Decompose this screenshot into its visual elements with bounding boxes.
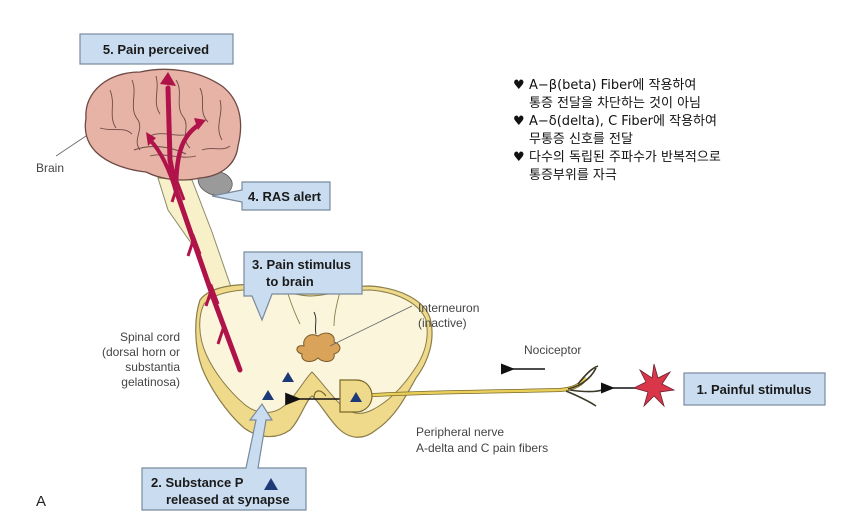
heart-icon: ♥: [513, 150, 525, 165]
note-item: ♥ 다수의 독립된 주파수가 반복적으로 통증부위를 자극: [513, 149, 721, 185]
step2-label-1: 2. Substance P: [151, 475, 244, 490]
painful-stimulus-star-icon: [632, 363, 676, 408]
spinal-cord-label-1: Spinal cord: [120, 330, 180, 344]
heart-icon: ♥: [513, 114, 525, 129]
note-line-2: 무통증 신호를 전달: [529, 132, 633, 147]
spinal-cord-label-3: substantia: [125, 360, 180, 374]
annotation-notes: ♥ A−β(beta) Fiber에 작용하여 통증 전달을 차단하는 것이 아…: [513, 77, 721, 185]
peripheral-nerve-label-1: Peripheral nerve: [416, 425, 504, 439]
note-line-1: A−β(beta) Fiber에 작용하여: [529, 78, 697, 93]
step4-label: 4. RAS alert: [248, 189, 322, 204]
interneuron: [296, 311, 341, 362]
step2-label-2: released at synapse: [166, 492, 290, 507]
brain: [84, 68, 242, 181]
step3-label-2: to brain: [266, 274, 314, 289]
heart-icon: ♥: [513, 78, 525, 93]
note-item: ♥ A−δ(delta), C Fiber에 작용하여 무통증 신호를 전달: [513, 113, 721, 149]
panel-letter: A: [36, 493, 47, 510]
nociceptor-label: Nociceptor: [524, 343, 581, 357]
step2-box: 2. Substance P released at synapse: [141, 402, 307, 511]
substance-p-icon: [264, 478, 278, 490]
step1-box: 1. Painful stimulus: [683, 372, 826, 406]
brain-label: Brain: [36, 161, 64, 175]
spinal-cord-label-4: gelatinosa): [121, 375, 180, 389]
brain-leader-line: [55, 135, 87, 157]
note-item: ♥ A−β(beta) Fiber에 작용하여 통증 전달을 차단하는 것이 아…: [513, 77, 721, 113]
step1-label: 1. Painful stimulus: [697, 382, 812, 397]
substance-p-molecules: [262, 372, 294, 400]
step5-box: 5. Pain perceived: [79, 33, 234, 65]
interneuron-label-2: (inactive): [418, 316, 467, 330]
interneuron-leader-line: [329, 305, 413, 347]
note-line-2: 통증 전달을 차단하는 것이 아님: [529, 96, 702, 111]
peripheral-nerve: [313, 365, 603, 413]
note-line-1: A−δ(delta), C Fiber에 작용하여: [529, 114, 717, 129]
step3-box: 3. Pain stimulus to brain: [243, 251, 363, 322]
note-line-2: 통증부위를 자극: [529, 168, 617, 183]
spinal-cord-label-2: (dorsal horn or: [102, 345, 180, 359]
step5-label: 5. Pain perceived: [103, 42, 209, 57]
ascending-pain-pathway: [146, 72, 243, 373]
note-line-1: 다수의 독립된 주파수가 반복적으로: [529, 150, 721, 165]
step3-label-1: 3. Pain stimulus: [252, 257, 351, 272]
step4-box: 4. RAS alert: [211, 181, 331, 211]
interneuron-label-1: Interneuron: [418, 301, 479, 315]
peripheral-nerve-label-2: A-delta and C pain fibers: [416, 441, 548, 455]
